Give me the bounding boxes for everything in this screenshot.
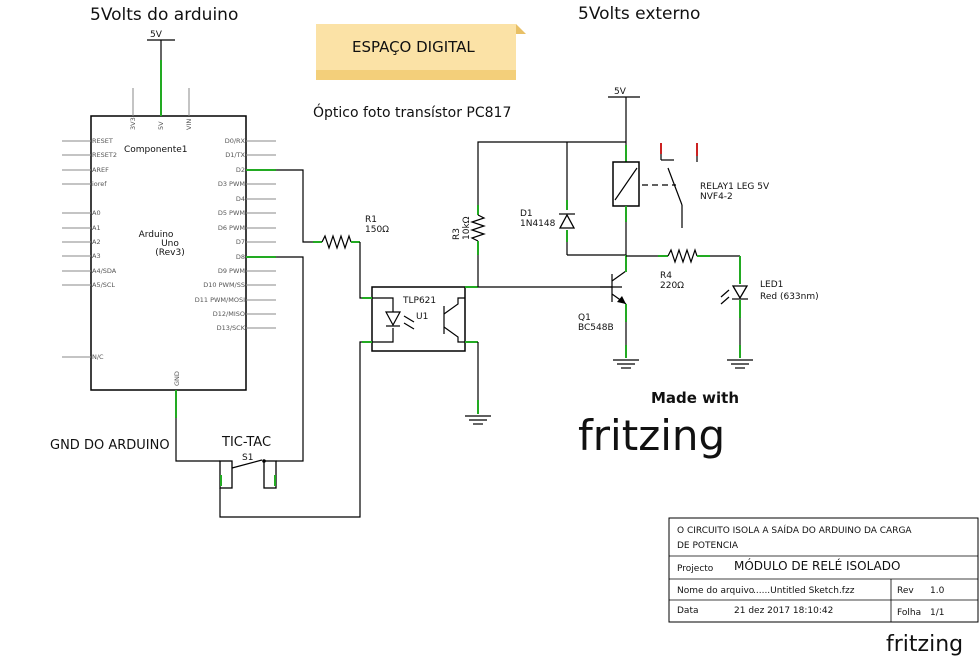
wire-gnd-switch [175, 418, 220, 462]
arduino-name-3: (Rev3) [155, 248, 184, 258]
date-label: Data [677, 606, 699, 616]
arduino-right-pin-label: D7 [236, 238, 245, 246]
q1-ref: Q1 [578, 313, 591, 323]
banner-text: ESPAÇO DIGITAL [352, 38, 475, 56]
supply-5v-external: 5V [608, 87, 640, 145]
pin-5v: 5V [157, 121, 165, 130]
footer-fritzing-logo: fritzing [886, 632, 963, 657]
r3-value: 10kΩ [462, 216, 472, 240]
r4-ref: R4 [660, 271, 672, 281]
arduino-name-1: Arduino [139, 230, 174, 240]
arduino-left-pin-label: AREF [92, 166, 109, 174]
r3-ref: R3 [452, 228, 462, 240]
file-value: ......Untitled Sketch.fzz [753, 586, 855, 596]
wire-r1-opto [359, 242, 370, 299]
arduino-right-pin-label: D8 [236, 253, 245, 261]
made-with-text: Made with [651, 389, 739, 407]
rev-label: Rev [897, 586, 914, 596]
fritzing-logo: fritzing [578, 411, 725, 460]
d1-ref: D1 [520, 209, 533, 219]
pin-gnd: GND [173, 371, 181, 386]
arduino-right-pin-label: D10 PWM/SS [203, 281, 245, 289]
q1-value: BC548B [578, 323, 614, 333]
pin-vin: VIN [185, 119, 193, 130]
banner-espaco-digital: ESPAÇO DIGITAL [316, 24, 526, 80]
supply-5v-arduino: 5V [147, 30, 175, 88]
rev-value: 1.0 [930, 586, 945, 596]
opto-ref: U1 [416, 312, 428, 322]
switch-s1: TIC-TAC S1 [219, 435, 280, 489]
date-value: 21 dez 2017 18:10:42 [734, 606, 833, 616]
relay-1: RELAY1 LEG 5V NVF4-2 [612, 143, 770, 270]
arduino-left-pin-label: A4/SDA [92, 267, 117, 275]
resistor-r4: R4 220Ω [626, 248, 740, 291]
heading-optic: Óptico foto transístor PC817 [313, 103, 511, 121]
arduino-right-pin-label: D12/MISO [213, 310, 245, 318]
arduino-right-pin-label: D3 PWM [218, 180, 245, 188]
arduino-right-pin-label: D0/RX [225, 137, 246, 145]
led-ref: LED1 [760, 280, 783, 290]
project-value: MÓDULO DE RELÉ ISOLADO [734, 558, 900, 573]
arduino-name-2: Uno [161, 239, 179, 249]
arduino-right-pin-label: D2 [236, 166, 245, 174]
arduino-right-pin-label: D1/TX [225, 151, 245, 159]
wire-d2-r1 [276, 169, 313, 243]
heading-arduino-5v: 5Volts do arduino [90, 5, 238, 25]
heading-external-5v: 5Volts externo [578, 4, 700, 24]
arduino-left-pin-label: A0 [92, 209, 101, 217]
led-1: LED1 Red (633nm) [720, 256, 819, 345]
file-label: Nome do arquivo [677, 586, 755, 596]
arduino-right-pin-label: D9 PWM [218, 267, 245, 275]
arduino-left-pin-label: RESET2 [92, 151, 117, 159]
ground-q1 [613, 345, 639, 369]
led-value: Red (633nm) [760, 292, 819, 302]
arduino-left-pin-label: ioref [92, 180, 107, 188]
title-desc-2: DE POTENCIA [677, 541, 739, 551]
wire-d8-switch [276, 256, 304, 462]
pin-3v3: 3V3 [129, 117, 137, 130]
arduino-left-pin-label: A5/SCL [92, 281, 115, 289]
relay-value: NVF4-2 [700, 192, 733, 202]
supply-5v-label: 5V [150, 30, 163, 40]
ground-opto [465, 400, 491, 425]
arduino-right-pin-label: D11 PWM/MOSI [195, 296, 245, 304]
arduino-left-pin-label: RESET [92, 137, 113, 145]
project-label: Projecto [677, 564, 714, 574]
arduino-right-pin-label: D6 PWM [218, 224, 245, 232]
resistor-r1: R1 150Ω [313, 215, 389, 250]
arduino-left-pin-label: A1 [92, 224, 101, 232]
opto-name: TLP621 [402, 296, 436, 306]
resistor-r3: R3 10kΩ [452, 205, 486, 287]
d1-value: 1N4148 [520, 219, 556, 229]
wire-5v-r3 [477, 141, 626, 205]
relay-ref: RELAY1 LEG 5V [700, 182, 770, 192]
switch-name: TIC-TAC [221, 435, 271, 450]
heading-gnd-arduino: GND DO ARDUINO [50, 438, 170, 453]
supply-5v-ext-label: 5V [614, 87, 627, 97]
arduino-left-pin-label: A3 [92, 252, 101, 260]
r1-value: 150Ω [365, 225, 389, 235]
transistor-q1: Q1 BC548B [578, 255, 627, 345]
arduino-uno: Componente1 Arduino Uno (Rev3) RESETRESE… [62, 88, 276, 418]
arduino-title: Componente1 [124, 145, 188, 155]
diode-d1: D1 1N4148 [520, 200, 576, 255]
arduino-right-pin-label: D4 [236, 195, 245, 203]
ground-led [727, 345, 753, 369]
sheet-value: 1/1 [930, 608, 944, 618]
arduino-left-pin-label: A2 [92, 238, 101, 246]
switch-ref: S1 [242, 453, 253, 463]
optocoupler-u1: TLP621 U1 [362, 286, 478, 352]
arduino-right-pin-label: D5 PWM [218, 209, 245, 217]
arduino-left-pin-label: N/C [92, 353, 104, 361]
r4-value: 220Ω [660, 281, 684, 291]
title-block: O CIRCUITO ISOLA A SAÍDA DO ARDUINO DA C… [668, 517, 979, 623]
r1-ref: R1 [365, 215, 377, 225]
arduino-right-pin-label: D13/SCK [217, 324, 246, 332]
title-desc-1: O CIRCUITO ISOLA A SAÍDA DO ARDUINO DA C… [677, 524, 912, 536]
sheet-label: Folha [897, 608, 921, 618]
